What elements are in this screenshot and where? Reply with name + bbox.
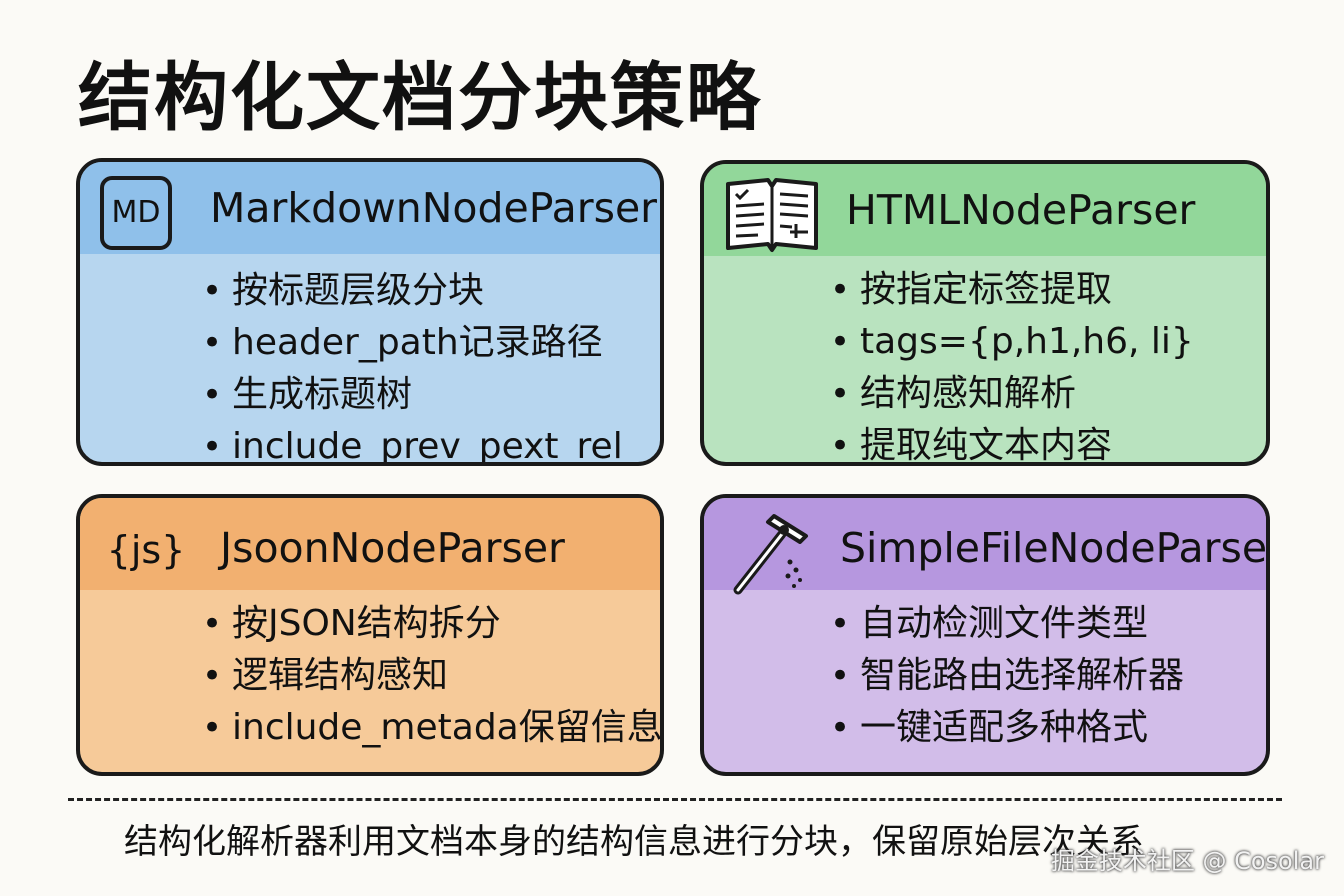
list-item: tags={p,h1,h6, li} <box>830 316 1194 368</box>
list-item: 一键适配多种格式 <box>830 702 1184 754</box>
list-item: 按标题层级分块 <box>202 265 623 317</box>
list-item: 智能路由选择解析器 <box>830 650 1184 702</box>
card-header: {js} JsoonNodeParser <box>80 498 660 590</box>
card-title: JsoonNodeParser <box>220 524 565 572</box>
list-item: include_metada保留信息 <box>202 702 660 754</box>
document-icon <box>722 174 822 254</box>
magic-wand-icon <box>720 508 820 598</box>
page-title: 结构化文档分块策略 <box>78 55 762 141</box>
card-title: HTMLNodeParser <box>846 186 1196 234</box>
markdown-parser-card: MD MarkdownNodeParser 按标题层级分块 header_pat… <box>76 158 664 466</box>
json-icon: {js} <box>106 528 186 572</box>
footer-note: 结构化解析器利用文档本身的结构信息进行分块，保留原始层次关系 <box>124 822 1144 862</box>
list-item: 自动检测文件类型 <box>830 598 1184 650</box>
simplefile-parser-card: SimpleFileNodeParser 自动检测文件类型 智能路由选择解析器 … <box>700 494 1270 776</box>
list-item: 按指定标签提取 <box>830 264 1194 316</box>
feature-list: 按指定标签提取 tags={p,h1,h6, li} 结构感知解析 提取纯文本内… <box>830 264 1194 462</box>
list-item: header_path记录路径 <box>202 317 623 369</box>
card-header: SimpleFileNodeParser <box>704 498 1266 595</box>
feature-list: 按标题层级分块 header_path记录路径 生成标题树 include_pr… <box>202 265 623 462</box>
list-item: 逻辑结构感知 <box>202 650 660 702</box>
list-item: 按JSON结构拆分 <box>202 598 660 650</box>
feature-list: 按JSON结构拆分 逻辑结构感知 include_metada保留信息 <box>202 598 660 754</box>
markdown-icon: MD <box>100 176 172 250</box>
list-item: 结构感知解析 <box>830 368 1194 420</box>
list-item: 生成标题树 <box>202 369 623 421</box>
card-title: SimpleFileNodeParser <box>840 524 1270 572</box>
dashed-divider <box>68 798 1282 801</box>
json-parser-card: {js} JsoonNodeParser 按JSON结构拆分 逻辑结构感知 in… <box>76 494 664 776</box>
card-title: MarkdownNodeParser <box>210 184 658 232</box>
feature-list: 自动检测文件类型 智能路由选择解析器 一键适配多种格式 <box>830 598 1184 754</box>
card-header: MD MarkdownNodeParser <box>80 162 660 254</box>
html-parser-card: HTMLNodeParser 按指定标签提取 tags={p,h1,h6, li… <box>700 160 1270 466</box>
card-header: HTMLNodeParser <box>704 164 1266 256</box>
list-item: include_prev_pext_rel <box>202 421 623 462</box>
watermark: 掘金技术社区 @ Cosolar <box>1050 847 1324 875</box>
list-item: 提取纯文本内容 <box>830 420 1194 462</box>
